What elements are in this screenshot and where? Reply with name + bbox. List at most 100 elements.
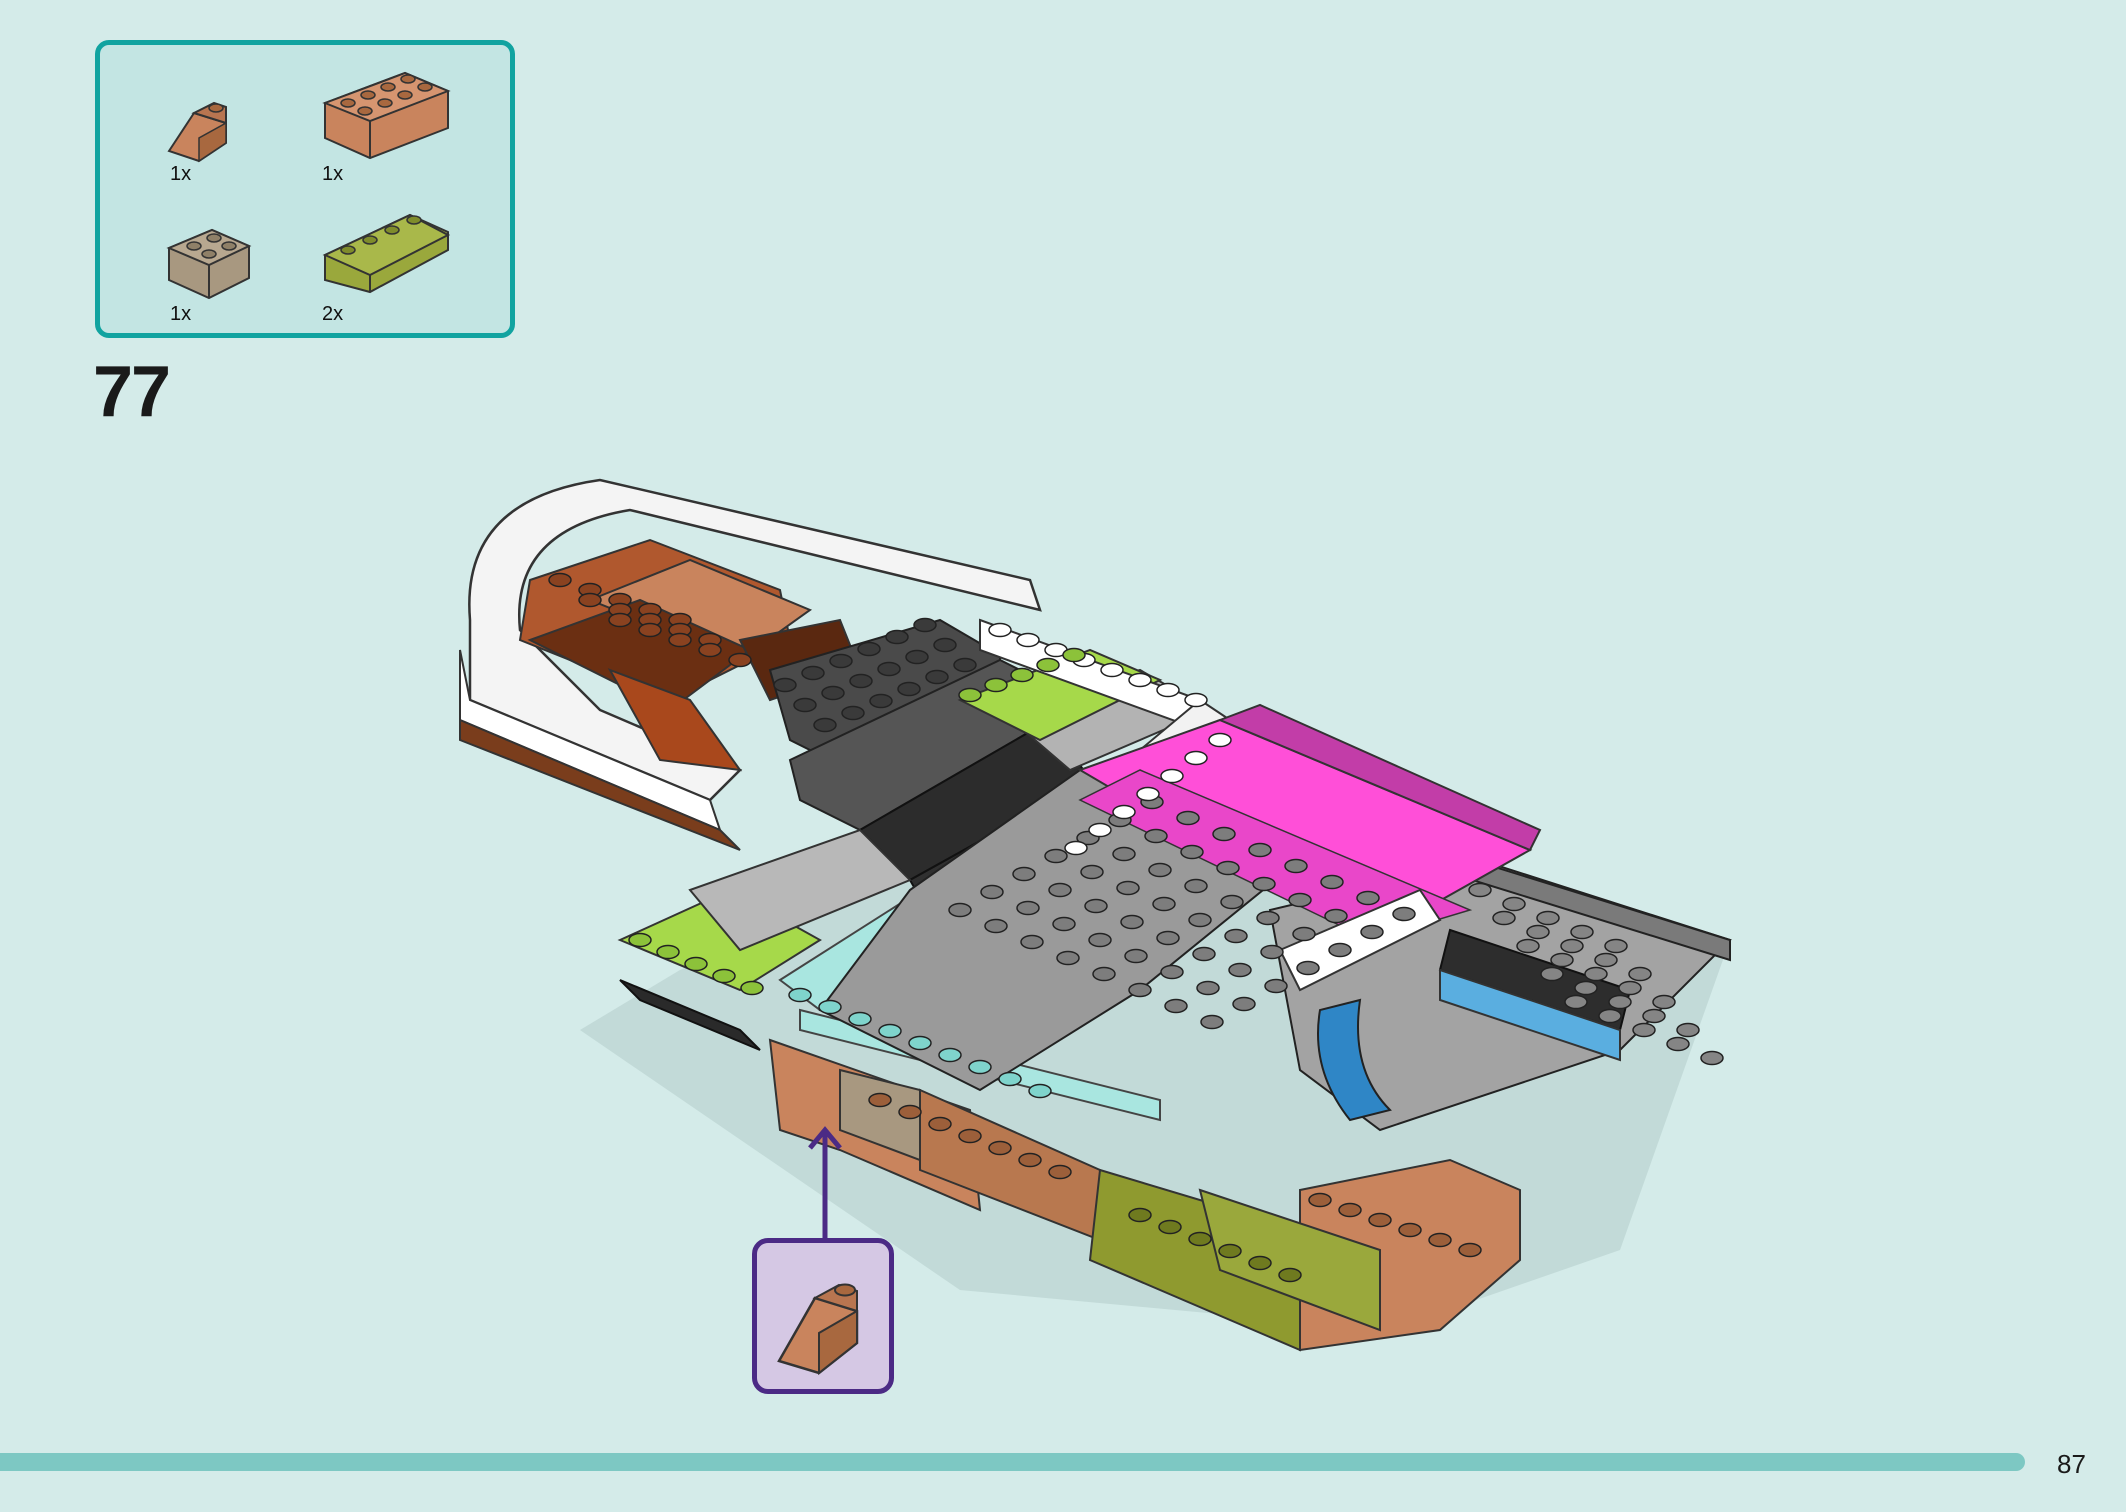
stud [1020, 934, 1044, 950]
stud [1158, 1219, 1182, 1235]
stud [1080, 864, 1104, 880]
part-qty: 1x [322, 163, 344, 185]
stud [958, 1128, 982, 1144]
stud [1224, 928, 1248, 944]
stud [1088, 822, 1112, 838]
stud [1016, 632, 1040, 648]
stud [1516, 938, 1540, 954]
stud [1338, 1202, 1362, 1218]
stud [1018, 1152, 1042, 1168]
progress-bar [0, 1453, 2025, 1471]
part-qty: 1x [170, 163, 192, 185]
slope-brick-icon [777, 1283, 859, 1376]
stud [638, 622, 662, 638]
stud [1232, 996, 1256, 1012]
stud [877, 661, 901, 677]
stud [1136, 786, 1160, 802]
stud [1256, 910, 1280, 926]
stud [1564, 994, 1588, 1010]
stud [1308, 1192, 1332, 1208]
stud [1184, 750, 1208, 766]
stud [1632, 1022, 1656, 1038]
stud [1184, 878, 1208, 894]
stud [1160, 768, 1184, 784]
stud [1196, 980, 1220, 996]
stud [1188, 912, 1212, 928]
stud [1368, 1212, 1392, 1228]
stud [1128, 672, 1152, 688]
stud [1112, 846, 1136, 862]
stud [857, 641, 881, 657]
stud [1360, 924, 1384, 940]
stud [1428, 1232, 1452, 1248]
stud [968, 1059, 992, 1075]
stud [1088, 932, 1112, 948]
stud [1468, 882, 1492, 898]
stud [1608, 994, 1632, 1010]
stud [1328, 942, 1352, 958]
stud [1056, 950, 1080, 966]
stud [1540, 966, 1564, 982]
stud [1128, 1207, 1152, 1223]
stud [821, 685, 845, 701]
stud [1156, 682, 1180, 698]
stud [793, 697, 817, 713]
stud [1092, 966, 1116, 982]
part-qty: 1x [170, 303, 192, 325]
stud [1526, 924, 1550, 940]
stud [1164, 998, 1188, 1014]
stud [1700, 1050, 1724, 1066]
stud [1604, 938, 1628, 954]
stud [684, 956, 708, 972]
stud [1220, 894, 1244, 910]
stud [1560, 938, 1584, 954]
stud [913, 617, 937, 633]
stud [1248, 842, 1272, 858]
stud-grid [548, 572, 1724, 1283]
stud [829, 653, 853, 669]
stud [905, 649, 929, 665]
stud [1208, 732, 1232, 748]
stud [1062, 647, 1086, 663]
stud [1628, 966, 1652, 982]
slope-brick-2x4-icon [322, 213, 451, 294]
stud [1216, 860, 1240, 876]
stud [885, 629, 909, 645]
stud [1264, 978, 1288, 994]
stud [1152, 896, 1176, 912]
stud [608, 612, 632, 628]
stud [1144, 828, 1168, 844]
stud [841, 705, 865, 721]
stud [908, 1035, 932, 1051]
stud [1584, 966, 1608, 982]
stud [953, 657, 977, 673]
stud [698, 642, 722, 658]
stud [1128, 982, 1152, 998]
stud [788, 987, 812, 1003]
stud [813, 717, 837, 733]
stud [1356, 890, 1380, 906]
stud [984, 677, 1008, 693]
stud [1016, 900, 1040, 916]
stud [1116, 880, 1140, 896]
stud [1156, 930, 1180, 946]
stud [1228, 962, 1252, 978]
stud [656, 944, 680, 960]
stud [1160, 964, 1184, 980]
stud [668, 632, 692, 648]
stud [1052, 916, 1076, 932]
stud [1044, 848, 1068, 864]
stud [1296, 960, 1320, 976]
stud [1284, 858, 1308, 874]
stud [1100, 662, 1124, 678]
stud [1048, 1164, 1072, 1180]
stud [1218, 1243, 1242, 1259]
slope-brick-icon [167, 101, 227, 163]
stud [1252, 876, 1276, 892]
stud [868, 1092, 892, 1108]
stud [897, 681, 921, 697]
stud [928, 1116, 952, 1132]
step-number: 77 [93, 352, 171, 432]
stud [848, 1011, 872, 1027]
stud [878, 1023, 902, 1039]
